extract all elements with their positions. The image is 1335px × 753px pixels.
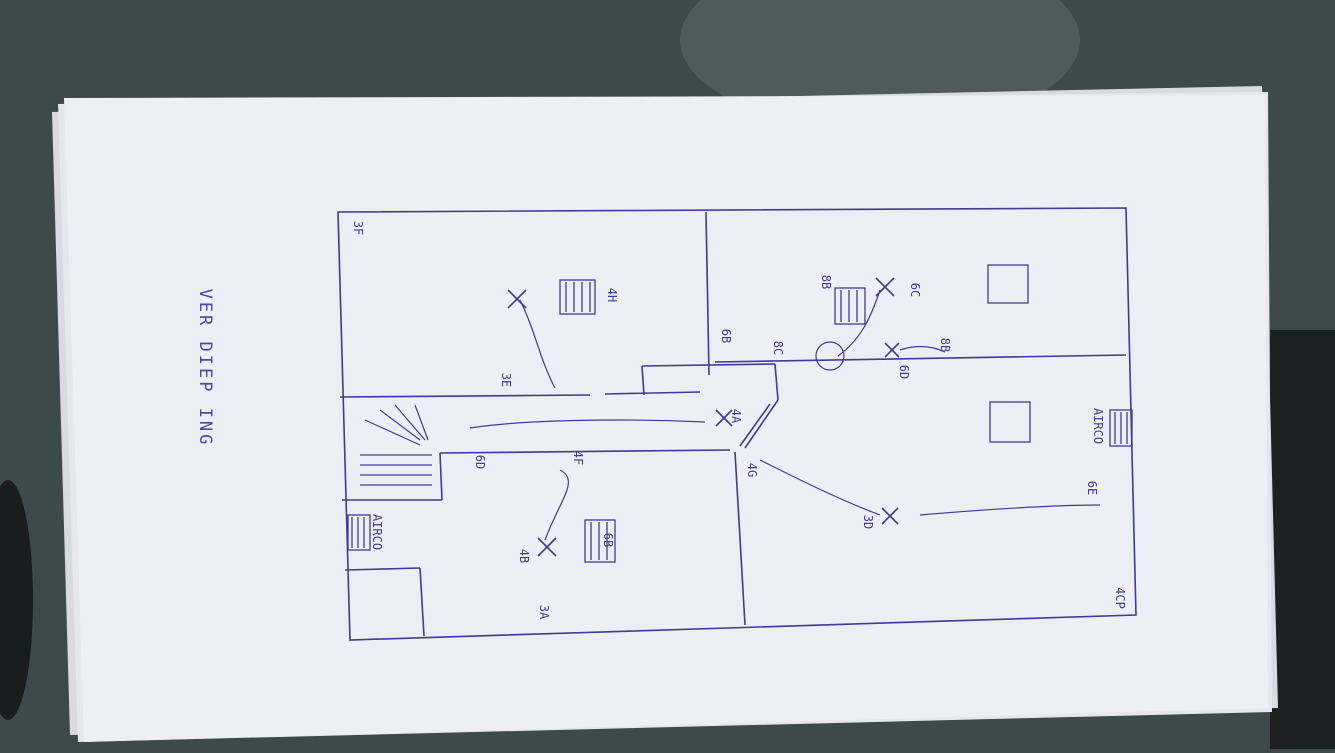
label-3f: 3F [351,220,365,236]
label-6d-right: 6D [897,364,911,380]
object-left [0,480,33,720]
inner-wall-right-upper [714,354,1127,363]
wiring [469,289,1101,541]
closet [344,567,421,571]
label-3a: 3A [537,604,551,620]
label-4f: 4F [571,450,585,466]
label-airco-left: AIRCO [370,513,384,551]
inner-wall-top [705,211,710,376]
inner-wall-bottom [734,451,746,626]
label-6d-hall: 6D [473,454,487,470]
hall-wall-upper [339,394,591,398]
radiators [347,264,1133,563]
label-6b-bottom: 6B [601,532,615,548]
lamp-symbols [507,277,900,557]
drawing-title: VER DIEP ING [195,288,215,448]
outer-wall [337,207,1137,641]
floorplan-walls [337,207,1137,641]
label-3e: 3E [499,372,513,388]
label-4b: 4B [517,548,531,564]
label-4cp: 4CP [1113,587,1127,609]
staircase-hatch [360,404,432,486]
label-8b-right: 8B [938,337,952,353]
label-airco-right: AIRCO [1091,407,1105,445]
label-6e: 6E [1085,480,1099,496]
label-6c: 6C [908,282,922,298]
label-4a: 4A [729,408,743,424]
label-4h: 4H [605,287,619,303]
stair-top [641,363,776,367]
label-4g: 4G [745,462,759,478]
label-8c: 8C [771,340,785,356]
paper-sheet [64,95,1268,742]
hall-wall-lower [439,449,731,454]
label-8b-top: 8B [819,274,833,290]
label-6b-top: 6B [719,328,733,344]
label-3d: 3D [861,514,875,530]
table-edge-dark [1270,330,1335,749]
